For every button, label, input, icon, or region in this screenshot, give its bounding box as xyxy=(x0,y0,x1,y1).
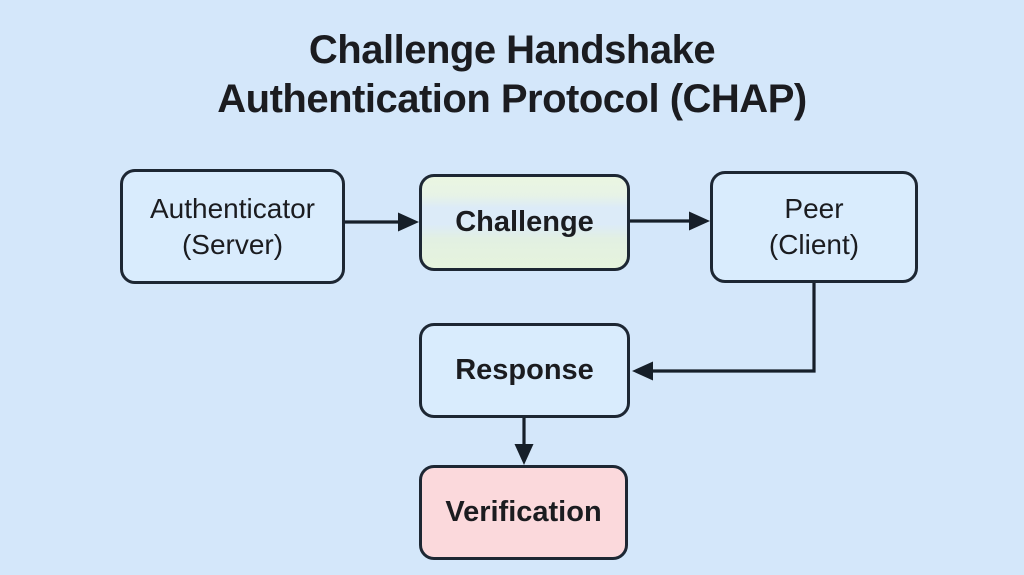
node-verification: Verification xyxy=(419,465,628,560)
arrowhead-response xyxy=(632,361,653,381)
arrowhead-verification xyxy=(514,444,534,465)
node-authenticator-label-line1: Authenticator xyxy=(150,192,315,224)
node-response: Response xyxy=(419,323,630,418)
node-challenge-label: Challenge xyxy=(455,206,594,239)
connector-peer-response xyxy=(650,283,816,373)
node-authenticator-server: Authenticator (Server) xyxy=(120,169,345,284)
node-authenticator-label-line2: (Server) xyxy=(181,228,284,260)
arrowhead-peer xyxy=(689,211,710,231)
page-title: Challenge Handshake Authentication Proto… xyxy=(0,26,1024,124)
node-peer-client: Peer (Client) xyxy=(710,171,918,283)
arrowhead-challenge xyxy=(398,212,419,232)
node-peer-label-line1: Peer xyxy=(784,193,844,225)
page-title-line2: Authentication Protocol (CHAP) xyxy=(217,77,807,121)
page-title-line1: Challenge Handshake xyxy=(308,28,716,72)
node-verification-label: Verification xyxy=(445,496,602,529)
node-peer-label-line2: (Client) xyxy=(768,229,860,260)
node-challenge: Challenge xyxy=(419,174,630,271)
node-response-label: Response xyxy=(455,354,594,387)
